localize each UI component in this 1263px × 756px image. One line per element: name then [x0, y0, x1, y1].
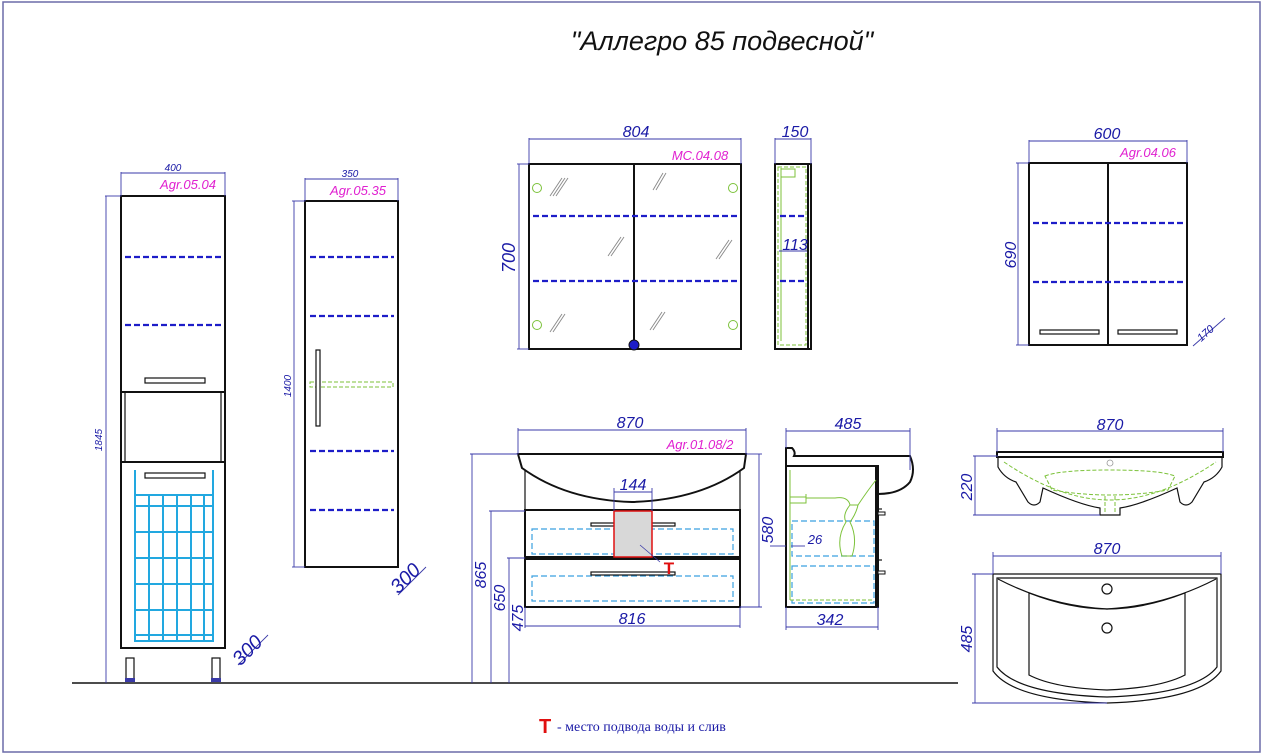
laundry-basket: [134, 470, 214, 642]
plumbing-cutout: [613, 510, 653, 558]
dimension-side-body-depth: 342: [817, 612, 844, 629]
handle: [144, 377, 206, 384]
dimension-width: 870: [617, 415, 644, 432]
dimension-cutout-width: 144: [620, 477, 647, 494]
basin-top-view: 870 485: [959, 541, 1222, 704]
wall-cabinet: 600 Agr.04.06 690 170: [1003, 126, 1226, 347]
mirror-cabinet-side: 113 150: [774, 124, 812, 350]
handle: [1117, 329, 1178, 335]
drawer-handle: [590, 571, 676, 576]
pencil-cabinet: 350 Agr.05.35 1400 300: [283, 169, 427, 598]
article-code: Agr.01.08/2: [666, 437, 735, 452]
handle: [315, 349, 321, 427]
leg: [125, 657, 135, 681]
dimension-height: 1845: [94, 428, 105, 451]
drain-hole: [1101, 622, 1113, 634]
mirror-cabinet: 804 MC.04.08 700: [499, 124, 742, 351]
dimension-width: 350: [342, 169, 359, 180]
dimension-height-total: 865: [473, 562, 490, 589]
article-code: Agr.05.35: [329, 183, 387, 198]
dimension-depth: 485: [959, 626, 976, 653]
legend: T - место подвода воды и слив: [539, 716, 726, 738]
dimension-width: 870: [1097, 417, 1124, 434]
dimension-depth: 150: [782, 124, 809, 141]
vanity-side: 26 485 342: [770, 416, 914, 630]
handle: [1039, 329, 1100, 335]
dimension-height: 1400: [283, 374, 294, 397]
dimension-height-650: 650: [492, 585, 509, 612]
dimension-width: 600: [1094, 126, 1121, 143]
dimension-height: 220: [959, 474, 976, 502]
page-title: "Аллегро 85 подвесной": [571, 26, 875, 56]
dimension-body-width: 816: [619, 611, 646, 628]
article-code: Agr.04.06: [1119, 145, 1177, 160]
leg: [211, 657, 221, 681]
dimension-depth: 300: [228, 631, 267, 670]
dimension-side-depth: 485: [835, 416, 862, 433]
dimension-height: 700: [499, 243, 519, 273]
article-code: Agr.05.04: [159, 177, 216, 192]
dimension-width: 400: [165, 163, 182, 174]
dimension-body-height: 580: [760, 517, 777, 544]
water-supply-marker: T: [664, 559, 675, 578]
dimension-height: 690: [1003, 242, 1020, 269]
dimension-inner-depth: 113: [782, 237, 808, 254]
dimension-height-475: 475: [510, 605, 527, 632]
dimension-wall-gap: 26: [807, 532, 823, 547]
vanity-front: T 144 870 Agr.01.08/2 816 865 650 475 58…: [470, 415, 777, 683]
dimension-width: 870: [1094, 541, 1121, 558]
dimension-width: 804: [623, 124, 650, 141]
tap-hole: [1101, 583, 1113, 595]
legend-symbol: T: [539, 716, 551, 738]
tall-cabinet: 400 Agr.05.04 1845 300: [94, 163, 269, 683]
basin-front-view: 870 220: [959, 417, 1224, 516]
article-code: MC.04.08: [672, 148, 729, 163]
legend-text: - место подвода воды и слив: [557, 720, 726, 735]
